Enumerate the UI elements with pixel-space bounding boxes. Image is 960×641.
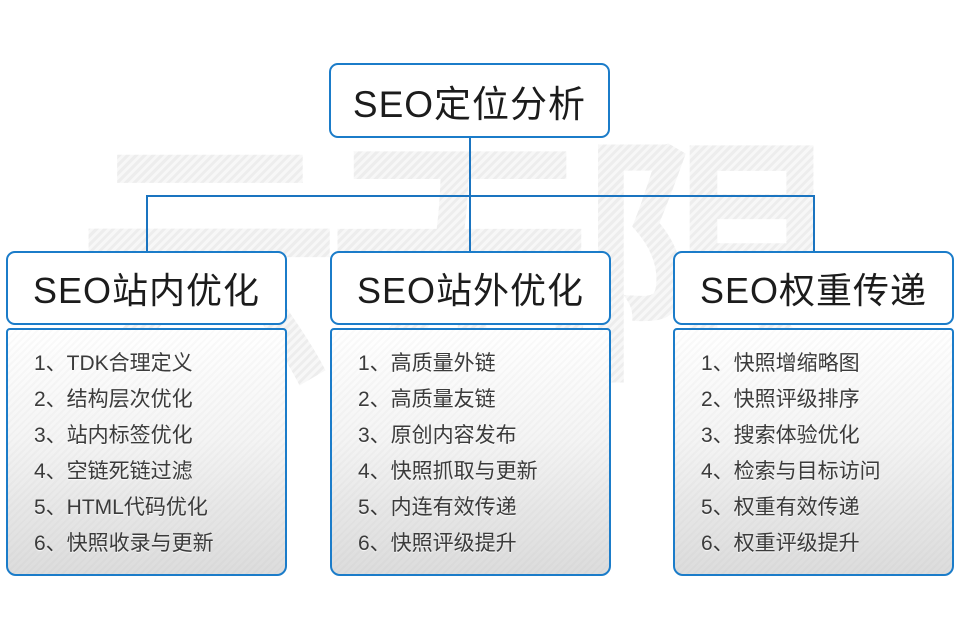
column-title: SEO站外优化 — [356, 270, 585, 311]
connector-drop-col1 — [146, 195, 148, 251]
list-item: 6、权重评级提升 — [701, 532, 860, 555]
column-header-onsite-seo: SEO站内优化 — [6, 251, 287, 325]
list-item: 4、快照抓取与更新 — [358, 460, 538, 483]
list-item: 4、检索与目标访问 — [701, 460, 881, 483]
column-title: SEO权重传递 — [699, 270, 928, 311]
column-panel-offsite-seo: 1、高质量外链 2、高质量友链 3、原创内容发布 4、快照抓取与更新 5、内连有… — [330, 328, 611, 576]
connector-drop-col2 — [469, 195, 471, 251]
column-header-offsite-seo: SEO站外优化 — [330, 251, 611, 325]
list-item: 2、高质量友链 — [358, 388, 496, 411]
connector-drop-col3 — [813, 195, 815, 251]
list-item: 1、TDK合理定义 — [34, 352, 193, 375]
list-item: 5、权重有效传递 — [701, 496, 860, 519]
column-header-weight-transfer: SEO权重传递 — [673, 251, 954, 325]
root-node: SEO定位分析 — [329, 63, 610, 138]
list-item: 4、空链死链过滤 — [34, 460, 193, 483]
root-node-title: SEO定位分析 — [352, 83, 587, 125]
column-panel-weight-transfer: 1、快照增缩略图 2、快照评级排序 3、搜索体验优化 4、检索与目标访问 5、权… — [673, 328, 954, 576]
connector-root-stem — [469, 138, 471, 196]
list-item: 3、站内标签优化 — [34, 424, 193, 447]
list-item: 2、结构层次优化 — [34, 388, 193, 411]
list-item: 1、快照增缩略图 — [701, 352, 860, 375]
connector-horizontal-rail — [146, 195, 815, 197]
column-title: SEO站内优化 — [32, 270, 261, 311]
list-item: 6、快照评级提升 — [358, 532, 517, 555]
list-item: 5、内连有效传递 — [358, 496, 517, 519]
list-item: 3、原创内容发布 — [358, 424, 517, 447]
list-item: 3、搜索体验优化 — [701, 424, 860, 447]
list-item: 2、快照评级排序 — [701, 388, 860, 411]
list-item: 1、高质量外链 — [358, 352, 496, 375]
list-item: 5、HTML代码优化 — [34, 496, 208, 519]
column-panel-onsite-seo: 1、TDK合理定义 2、结构层次优化 3、站内标签优化 4、空链死链过滤 5、H… — [6, 328, 287, 576]
list-item: 6、快照收录与更新 — [34, 532, 214, 555]
